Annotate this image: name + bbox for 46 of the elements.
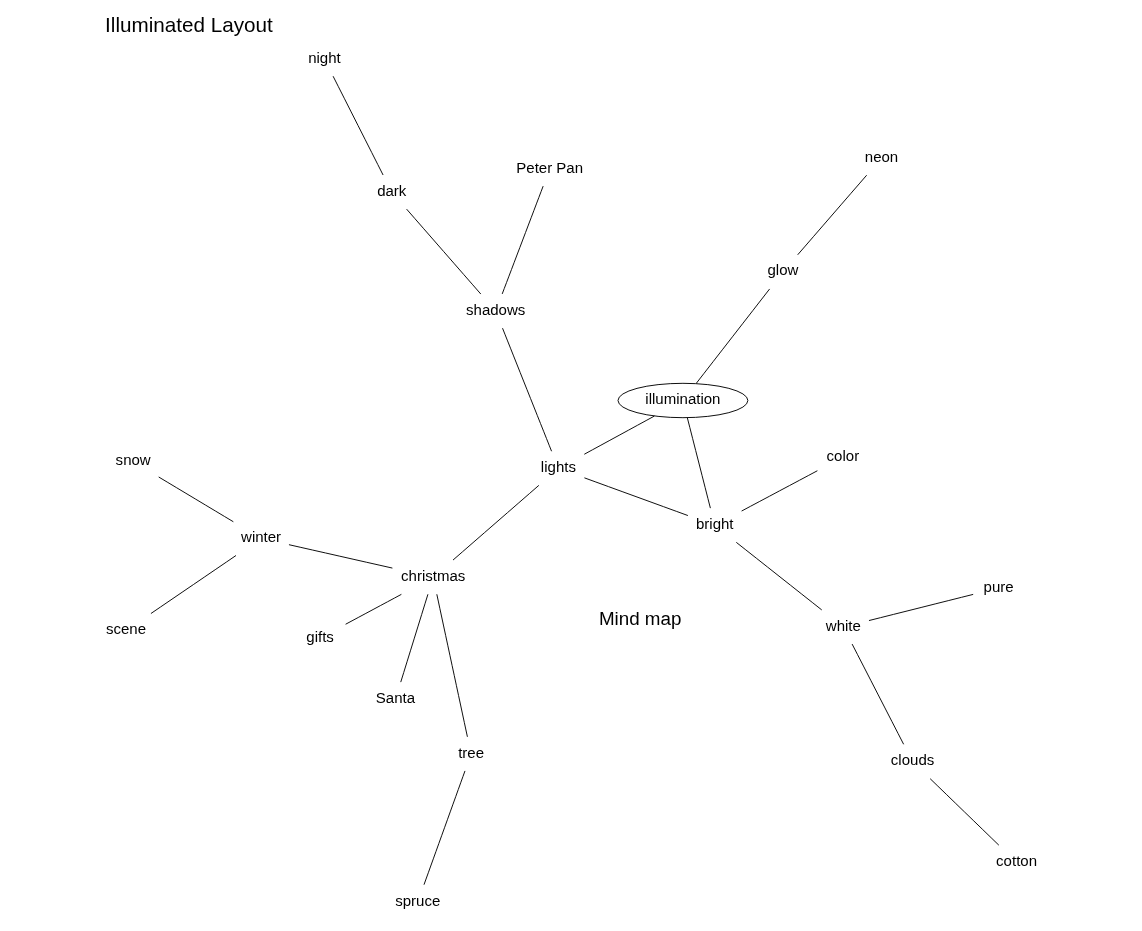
connector [796, 174, 867, 256]
connector [501, 185, 544, 295]
node-text: white [825, 616, 861, 634]
node-text: glow [767, 261, 798, 279]
node-text: spruce [394, 891, 440, 909]
node-text: tree [457, 743, 484, 761]
connector [868, 593, 974, 622]
connector [149, 555, 236, 614]
connector [740, 470, 818, 512]
connector [288, 544, 393, 569]
label: Mind map [598, 607, 681, 629]
connector [583, 477, 688, 516]
node-text: christmas [400, 566, 465, 584]
node-text: lights [540, 457, 576, 475]
connector [929, 778, 999, 846]
node-text: color [826, 446, 859, 464]
connector [332, 75, 384, 176]
node-ellipse: illumination [617, 382, 748, 419]
connector [405, 208, 481, 295]
connector [735, 541, 822, 611]
node-text: cotton [995, 851, 1037, 869]
node-text: dark [376, 181, 406, 199]
connector [344, 593, 402, 625]
node-text: pure [983, 577, 1014, 595]
diagram-title: Illuminated Layout [104, 13, 273, 37]
node-text: scene [105, 620, 146, 638]
connector [423, 770, 465, 886]
node-text: clouds [890, 751, 934, 769]
connector [399, 593, 428, 683]
connector [851, 643, 904, 745]
node-text: neon [864, 147, 898, 165]
node-text: bright [695, 514, 734, 532]
node-text: shadows [465, 300, 525, 318]
node-text: night [307, 48, 341, 66]
connector [501, 327, 552, 452]
connector [157, 476, 234, 523]
node-text: Santa [375, 688, 415, 706]
node-text: gifts [305, 627, 334, 645]
connector [435, 593, 468, 738]
node-text: winter [240, 527, 281, 545]
connector [695, 288, 770, 384]
connector [583, 415, 655, 455]
node-text: Peter Pan [515, 158, 583, 176]
node-text: snow [115, 451, 151, 469]
connector [452, 484, 539, 561]
connector [686, 417, 711, 509]
